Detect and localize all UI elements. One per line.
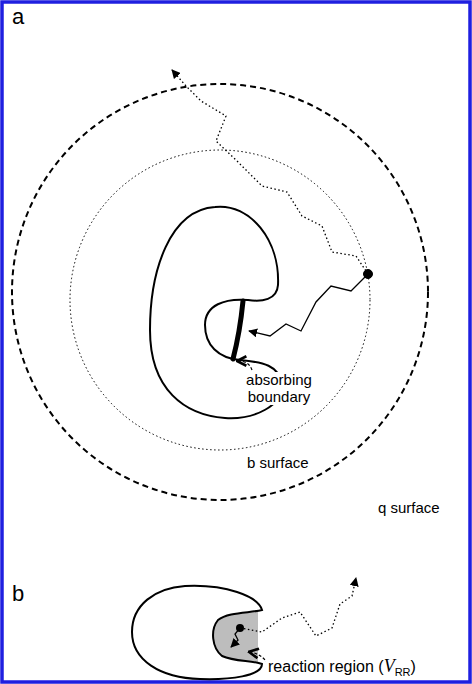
region-subscript: RR <box>395 666 411 678</box>
escape-trajectory <box>240 578 356 636</box>
panel-letter: b <box>12 582 24 606</box>
start-dot <box>236 624 244 632</box>
region-label: reaction region ( <box>268 658 384 675</box>
region-label: ) <box>411 658 416 675</box>
absorbing-boundary <box>233 301 243 359</box>
panel-letter: a <box>12 5 24 29</box>
region-label: absorbing boundary <box>234 372 324 405</box>
escape-trajectory <box>172 70 368 274</box>
start-dot <box>364 270 373 279</box>
surface-label: q surface <box>376 500 442 517</box>
protein-outline <box>132 586 262 679</box>
b-surface-circle <box>70 150 370 450</box>
surface-label: b surface <box>245 455 311 472</box>
leader-line <box>238 361 252 370</box>
region-symbol: V <box>384 656 395 676</box>
reactive-trajectory <box>249 274 368 336</box>
q-surface-circle <box>12 84 428 500</box>
reaction-region-label: reaction region (VRR) <box>266 656 418 679</box>
